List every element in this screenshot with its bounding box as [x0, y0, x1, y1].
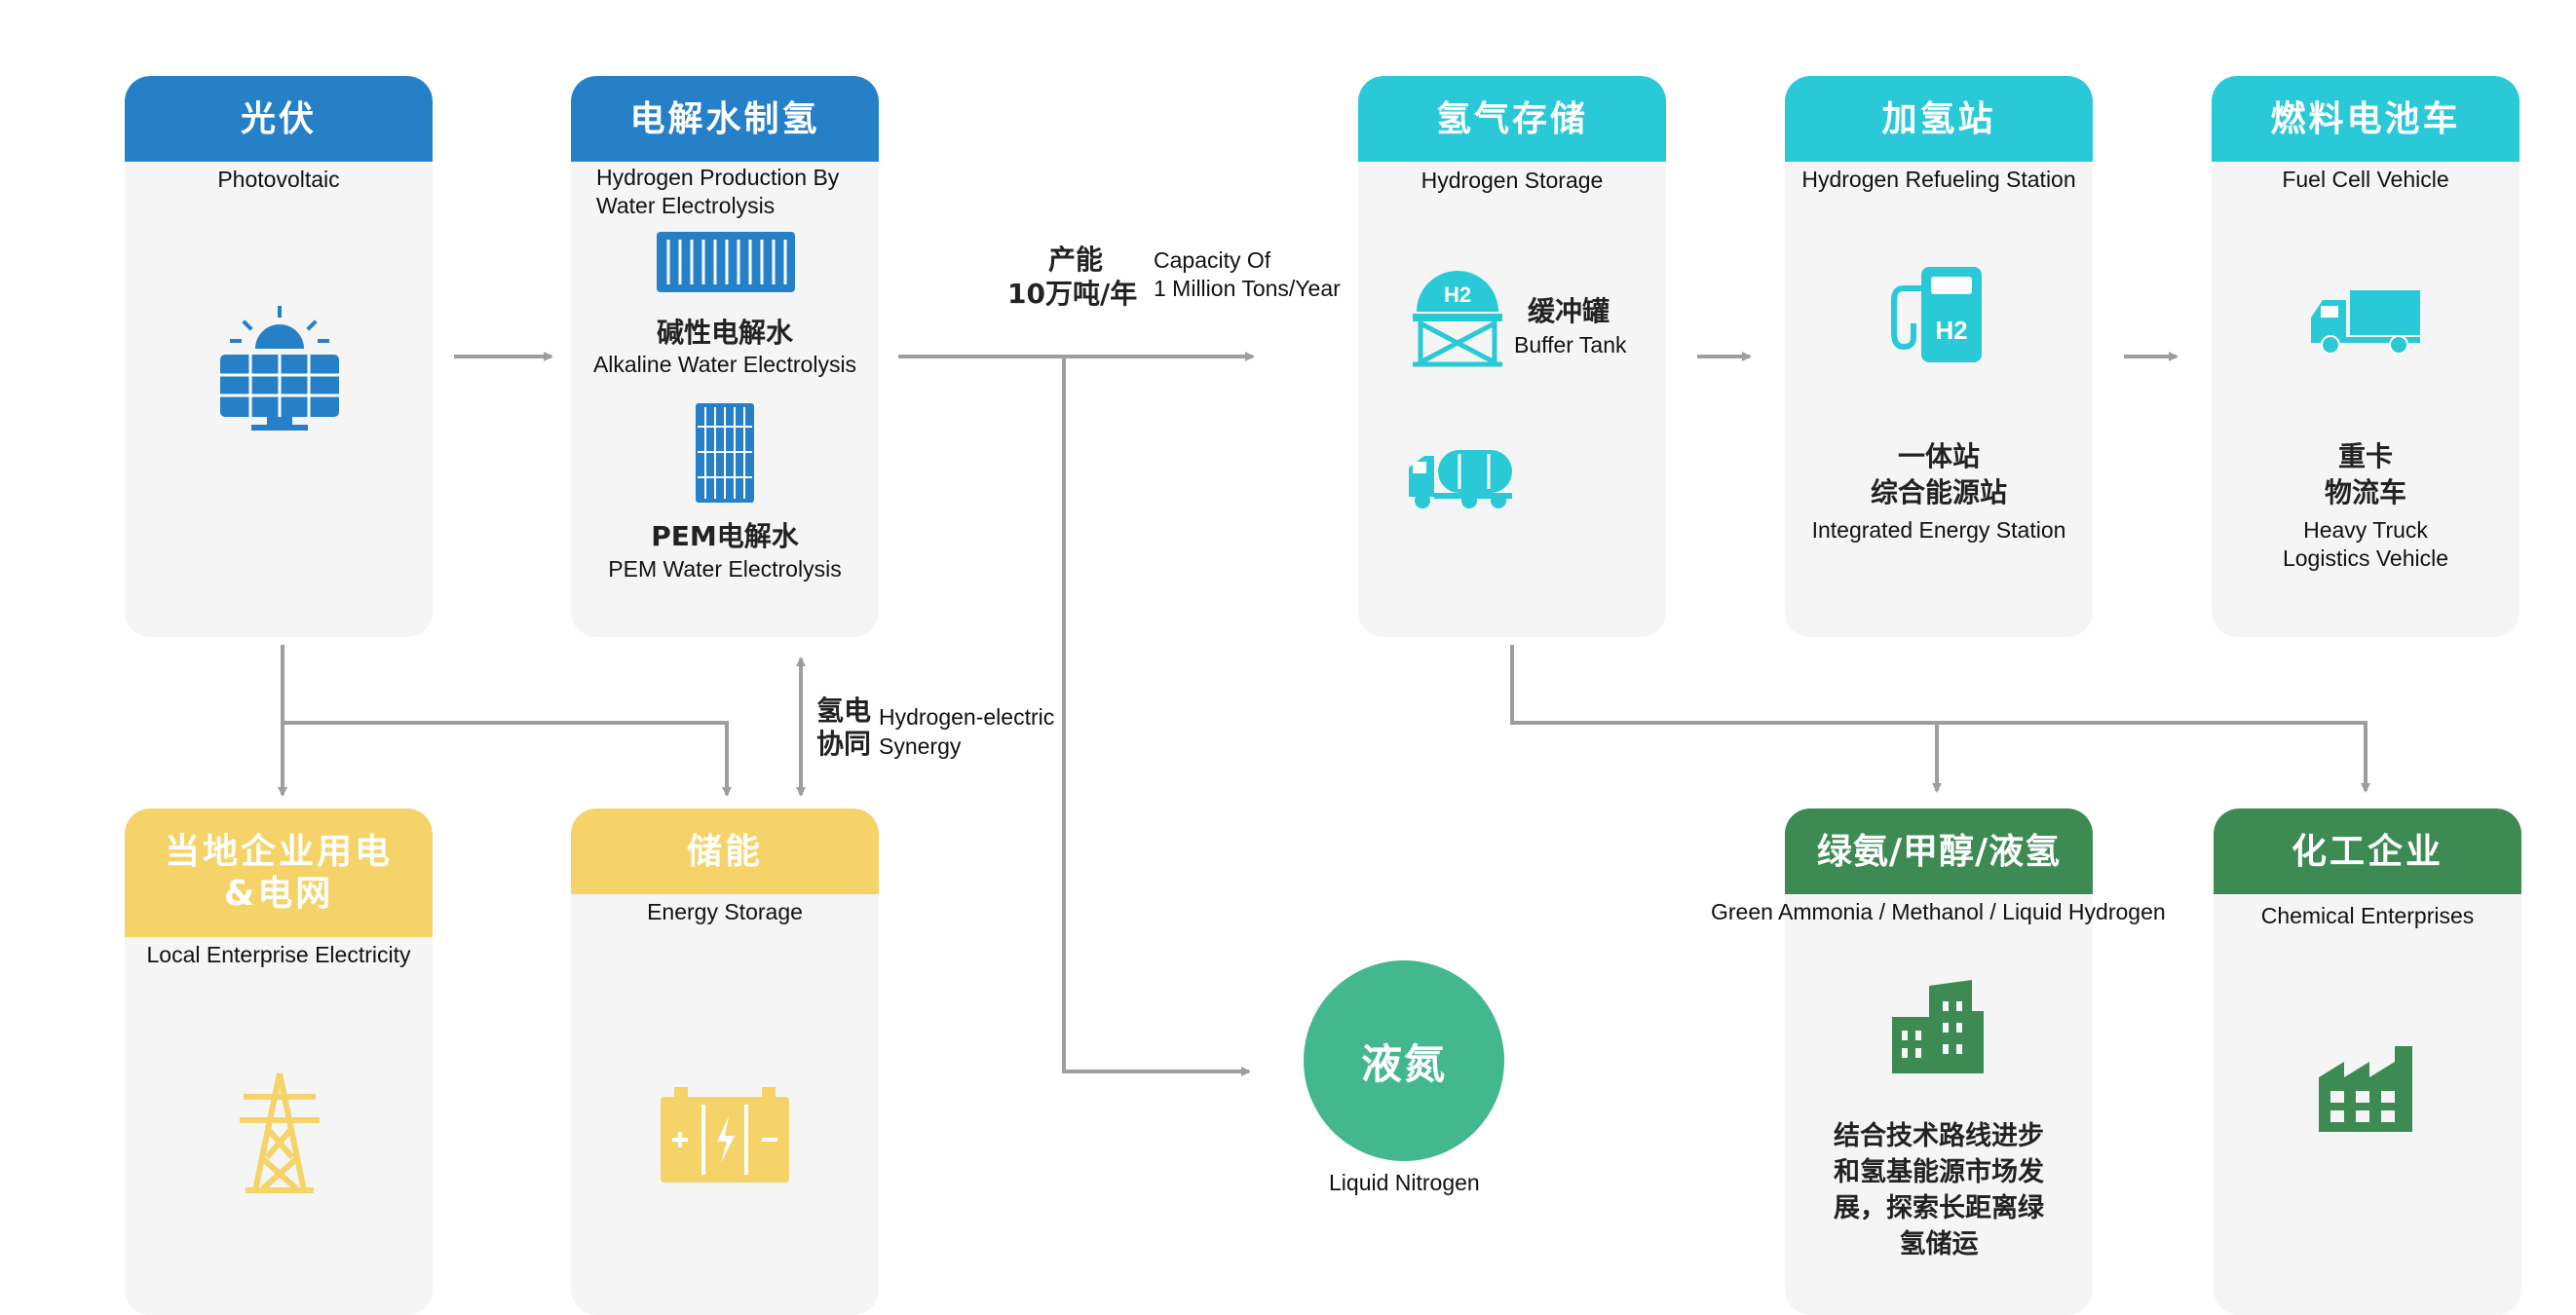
buildings-icon — [1892, 980, 1984, 1073]
svg-text:H2: H2 — [1444, 282, 1471, 307]
ammonia-desc-line2: 和氢基能源市场发 — [1834, 1157, 2044, 1187]
local-card: 当地企业用电 &电网 Local Enterprise Electricity — [125, 808, 433, 1315]
nitrogen-label: Liquid Nitrogen — [1329, 1170, 1480, 1195]
vehicle-en-line2: Logistics Vehicle — [2282, 545, 2449, 571]
alkaline-zh: 碱性电解水 — [656, 317, 793, 349]
ammonia-desc-line1: 结合技术路线进步 — [1834, 1121, 2044, 1151]
chemical-title: 化工企业 — [2214, 808, 2521, 894]
station-zh-line2: 综合能源站 — [1870, 476, 2007, 508]
svg-text:H2: H2 — [1935, 316, 1967, 345]
electrolysis-title: 电解水制氢 — [571, 76, 879, 162]
ammonia-subtitle: Green Ammonia / Methanol / Liquid Hydrog… — [1711, 899, 2166, 924]
arrow-storage-to-chemical — [1937, 721, 2370, 793]
electrolysis-subtitle-line2: Water Electrolysis — [596, 193, 776, 218]
vehicle-card: 燃料电池车 Fuel Cell Vehicle 重卡 物流车 Heavy Tru… — [2212, 76, 2519, 637]
synergy-en-line1: Hydrogen-electric — [879, 704, 1055, 730]
energy-storage-card: 储能 Energy Storage — [571, 808, 879, 1315]
pem-stack-icon — [696, 403, 754, 503]
energy-storage-title: 储能 — [571, 808, 879, 894]
vehicle-title: 燃料电池车 — [2212, 76, 2519, 162]
pem-en: PEM Water Electrolysis — [608, 556, 842, 582]
storage-title: 氢气存储 — [1358, 76, 1666, 162]
chemical-subtitle: Chemical Enterprises — [2260, 903, 2475, 928]
vehicle-zh-line2: 物流车 — [2324, 476, 2406, 508]
electrolysis-subtitle-line1: Hydrogen Production By — [596, 165, 840, 190]
power-tower-icon — [240, 1072, 320, 1193]
vehicle-subtitle: Fuel Cell Vehicle — [2282, 167, 2449, 192]
vehicle-en-line1: Heavy Truck — [2303, 517, 2428, 543]
ammonia-desc-line4: 氢储运 — [1899, 1229, 1979, 1259]
h2-fuel-pump-icon: H2 — [1891, 267, 1982, 362]
buffer-zh: 缓冲罐 — [1528, 295, 1610, 327]
local-title: 当地企业用电 &电网 — [125, 808, 433, 937]
station-zh-line1: 一体站 — [1897, 440, 1980, 472]
capacity-en-line2: 1 Million Tons/Year — [1154, 276, 1341, 301]
station-card: 加氢站 Hydrogen Refueling Station H2 一体站 综合… — [1785, 76, 2093, 637]
station-title: 加氢站 — [1785, 76, 2093, 162]
ammonia-title: 绿氨/甲醇/液氢 — [1785, 808, 2093, 894]
alkaline-electrolyzer-icon — [657, 232, 795, 292]
alkaline-en: Alkaline Water Electrolysis — [592, 352, 857, 377]
capacity-en-line1: Capacity Of — [1154, 247, 1271, 273]
capacity-zh-line2: 10万吨/年 — [1007, 278, 1138, 310]
station-en: Integrated Energy Station — [1811, 517, 2066, 543]
local-title-line2: &电网 — [223, 874, 334, 914]
pv-subtitle: Photovoltaic — [217, 167, 340, 192]
factory-icon — [2319, 1046, 2412, 1132]
truck-icon — [2311, 290, 2420, 355]
solar-panel-icon — [220, 306, 339, 431]
arrow-pv-to-energy-storage — [283, 721, 732, 797]
pv-card: 光伏 Photovoltaic — [125, 76, 433, 637]
nitrogen-circle-text: 液氮 — [1360, 1039, 1447, 1088]
arrow-to-nitrogen — [1062, 357, 1251, 1076]
energy-storage-subtitle: Energy Storage — [647, 899, 803, 924]
synergy-zh-line1: 氢电 — [816, 695, 872, 727]
local-title-line1: 当地企业用电 — [164, 832, 393, 872]
synergy-en-line2: Synergy — [879, 733, 962, 759]
chemical-card: 化工企业 Chemical Enterprises — [2214, 808, 2521, 1315]
h2-buffer-tank-icon: H2 — [1413, 271, 1502, 367]
nitrogen-circle: 液氮 — [1304, 960, 1504, 1161]
pem-zh: PEM电解水 — [651, 520, 799, 552]
storage-subtitle: Hydrogen Storage — [1421, 168, 1604, 193]
capacity-zh-line1: 产能 — [1048, 244, 1104, 276]
flow-connectors — [278, 352, 2370, 1076]
vehicle-zh-line1: 重卡 — [2337, 440, 2393, 472]
ammonia-desc: 结合技术路线进步 和氢基能源市场发 展，探索长距离绿 氢储运 — [1785, 1118, 2093, 1262]
local-subtitle: Local Enterprise Electricity — [146, 942, 411, 967]
storage-card: 氢气存储 Hydrogen Storage H2 缓冲罐 Buffer Tank — [1358, 76, 1666, 637]
electrolysis-card: 电解水制氢 Hydrogen Production By Water Elect… — [571, 76, 879, 637]
station-subtitle: Hydrogen Refueling Station — [1801, 167, 2076, 192]
tank-truck-icon — [1409, 450, 1512, 508]
battery-icon — [661, 1087, 789, 1183]
buffer-en: Buffer Tank — [1514, 332, 1627, 357]
synergy-zh-line2: 协同 — [816, 728, 872, 760]
arrow-storage-to-ammonia — [1510, 645, 1942, 793]
pv-title: 光伏 — [125, 76, 433, 162]
ammonia-desc-line3: 展，探索长距离绿 — [1834, 1193, 2044, 1223]
